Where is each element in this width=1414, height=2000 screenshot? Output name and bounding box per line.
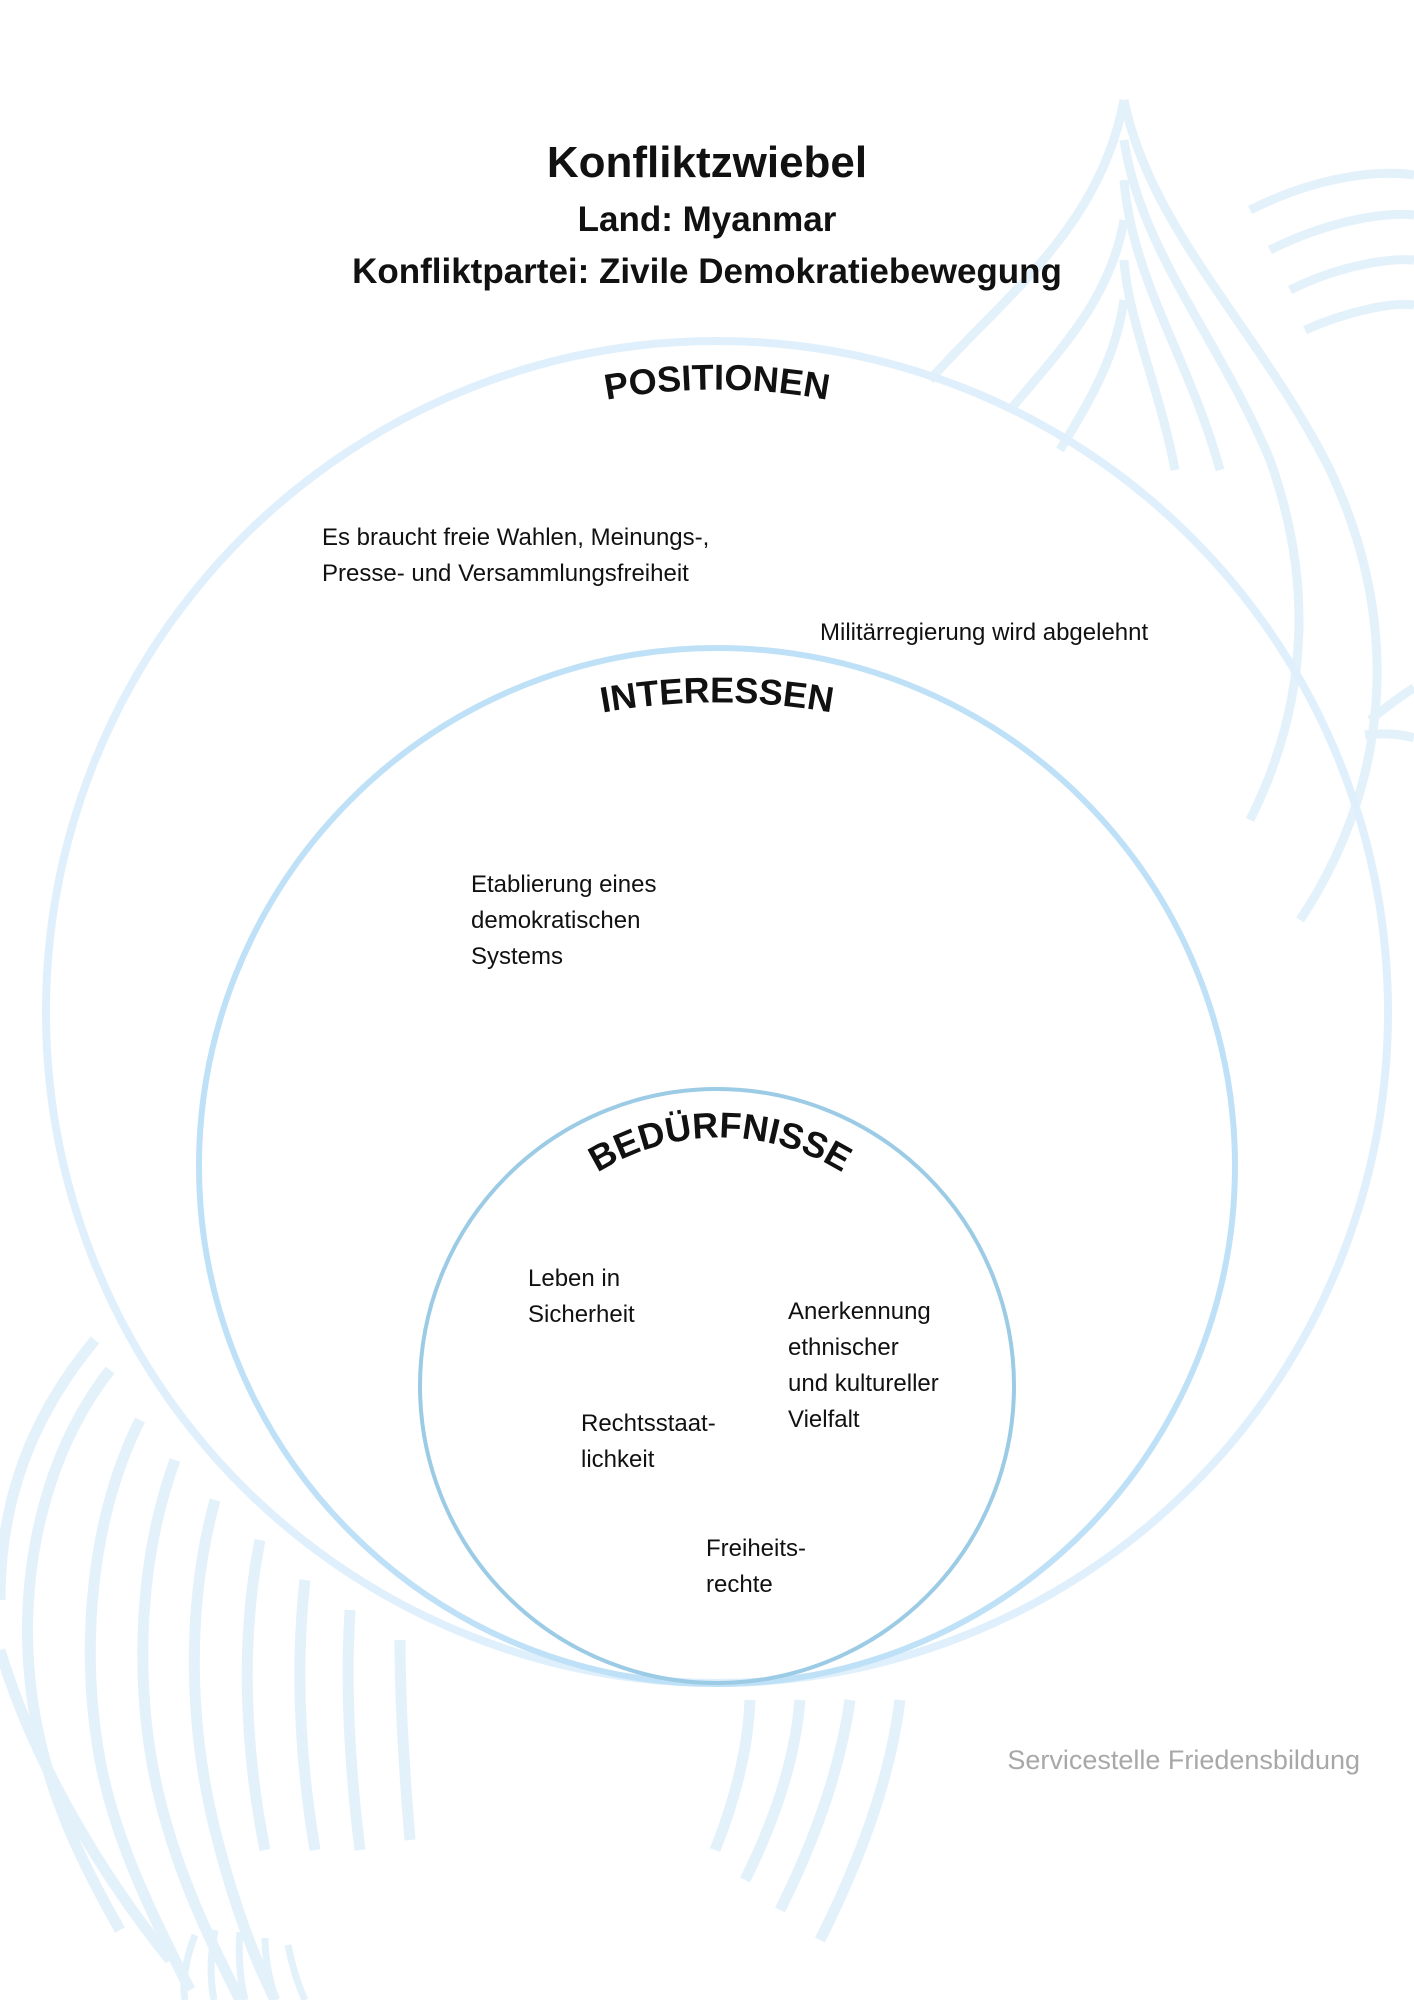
page-title: Konfliktzwiebel [546, 138, 868, 187]
need-item-freedom-rights: Freiheits- rechte [706, 1535, 807, 1598]
country-subtitle: Land: Myanmar [577, 200, 837, 239]
positions-label: POSITIONEN [601, 357, 833, 408]
interest-item-democratic-system: Etablierung eines demokratischen Systems [471, 871, 657, 970]
interests-label: INTERESSEN [597, 669, 837, 720]
conflict-party-subtitle: Konfliktpartei: Zivile Demokratiebewegun… [352, 252, 1062, 291]
need-item-security: Leben in Sicherheit [528, 1265, 635, 1328]
needs-label: BEDÜRFNISSE [581, 1104, 858, 1179]
footer-credit: Servicestelle Friedensbildung [1007, 1745, 1360, 1775]
position-item-reject-military: Militärregierung wird abgelehnt [820, 619, 1149, 646]
inner-ring [418, 1087, 1016, 1685]
need-item-recognition-diversity: Anerkennung ethnischer und kultureller V… [788, 1298, 939, 1433]
middle-ring [196, 645, 1238, 1687]
need-item-rule-of-law: Rechtsstaat- lichkeit [581, 1410, 716, 1473]
outer-ring [42, 337, 1392, 1687]
position-item-free-elections: Es braucht freie Wahlen, Meinungs-, Pres… [322, 524, 710, 587]
